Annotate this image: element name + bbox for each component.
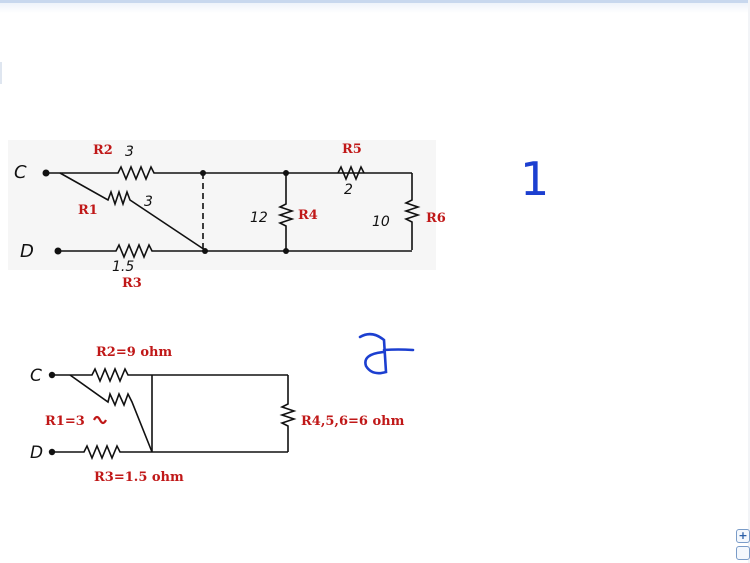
- r1-value: 3: [144, 194, 153, 210]
- r1-label: R1=3: [45, 414, 85, 429]
- scan-background: [8, 140, 436, 270]
- junction-dot: [283, 248, 289, 254]
- junction-dot: [202, 248, 208, 254]
- r5-value: 2: [344, 182, 353, 198]
- r6-value: 10: [372, 214, 390, 230]
- r3-label: R3: [122, 276, 142, 291]
- zoom-out-icon[interactable]: [736, 546, 750, 560]
- r1-label: R1: [78, 203, 98, 218]
- junction-dot: [283, 170, 289, 176]
- r6-label: R6: [426, 211, 446, 226]
- node-c-terminal: [42, 169, 50, 177]
- r2-value: 3: [125, 144, 134, 160]
- r456-label: R4,5,6=6 ohm: [301, 414, 405, 429]
- window-top-border: [0, 0, 750, 3]
- node-c-label: C: [30, 366, 42, 386]
- r2-label: R2=9 ohm: [96, 345, 172, 360]
- diagram-1-junctions: [42, 169, 289, 255]
- scrollbar-track[interactable]: [748, 0, 750, 563]
- zoom-in-icon[interactable]: +: [736, 529, 750, 543]
- node-c-label: C: [14, 162, 27, 183]
- r4-value: 12: [250, 210, 268, 226]
- node-c-terminal: [48, 371, 56, 379]
- r2-label: R2: [93, 143, 113, 158]
- diagram-2: C D R2=9 ohm R1=3 R3=1.5 ohm R4,5,6=6 oh…: [30, 345, 405, 485]
- node-d-label: D: [20, 241, 34, 262]
- left-edge-mark: [0, 62, 2, 84]
- r3-label: R3=1.5 ohm: [94, 470, 184, 485]
- diagram-1: C D 3 3 1.5 12 2 10 R2 R1 R3 R4 R5 R6: [8, 140, 446, 291]
- diagram-1-wires: [46, 164, 421, 260]
- r4-label: R4: [298, 208, 318, 223]
- window-top-shadow: [0, 3, 750, 13]
- r1-red-squiggle: [93, 415, 107, 425]
- node-d-terminal: [48, 448, 56, 456]
- node-d-label: D: [30, 443, 43, 463]
- diagram-2-wires: [52, 366, 297, 461]
- node-d-terminal: [54, 247, 62, 255]
- r5-label: R5: [342, 142, 362, 157]
- annotation-a: [358, 332, 415, 375]
- r3-value: 1.5: [112, 259, 134, 275]
- annotation-a-text: a: [0, 0, 1, 1]
- annotation-1: 1: [520, 152, 549, 206]
- junction-dot: [200, 170, 206, 176]
- r5-resistor: [337, 164, 365, 182]
